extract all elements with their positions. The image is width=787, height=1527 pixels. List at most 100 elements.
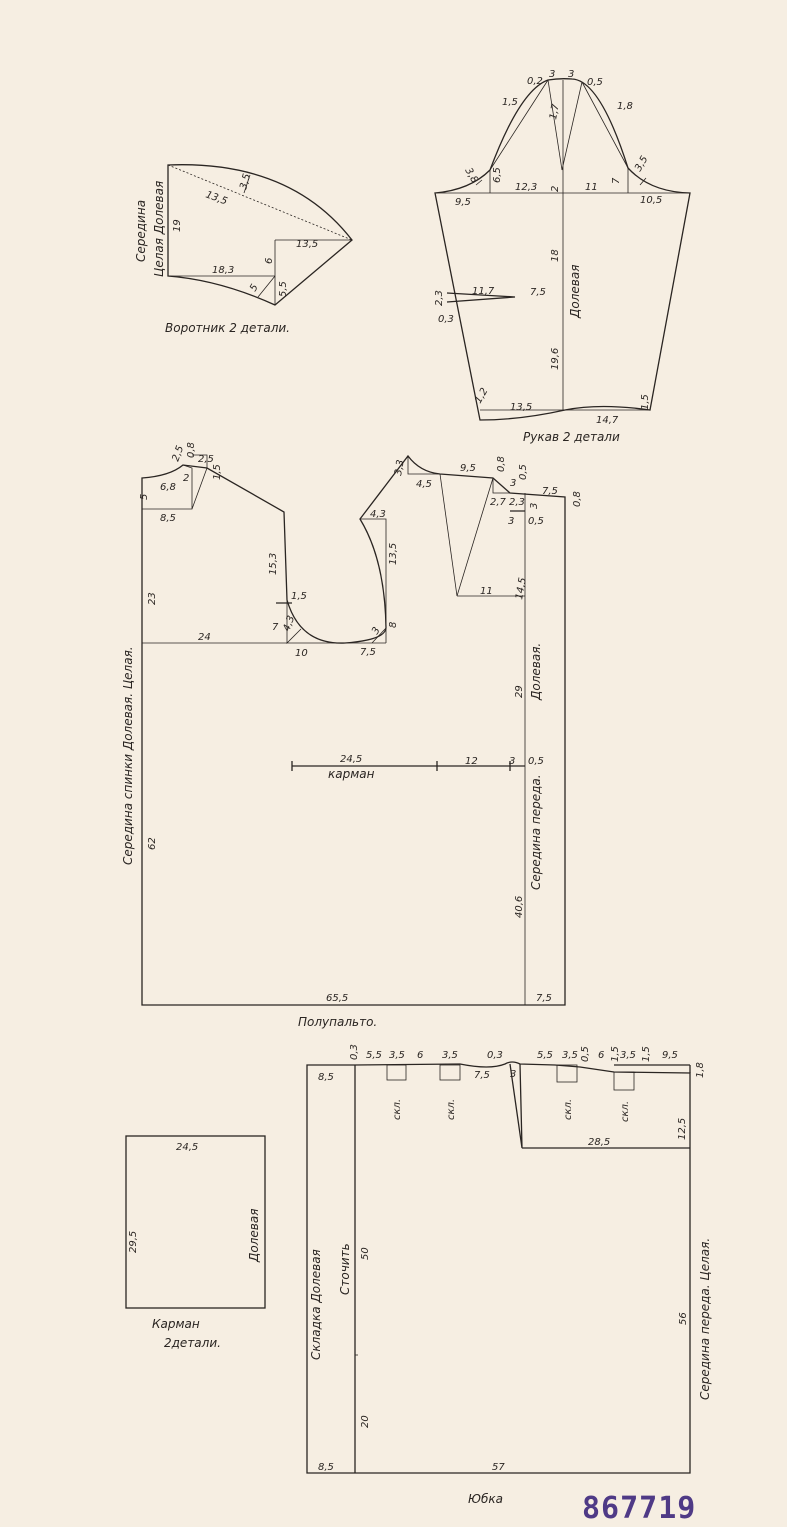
collar-piece	[167, 164, 353, 306]
measurement-label: 2,3	[509, 497, 525, 508]
measurement-label: 0,3	[487, 1050, 503, 1061]
sleeve-grain-label: Долевая	[568, 265, 582, 319]
measurement-label: 28,5	[588, 1137, 610, 1148]
pleat-label: скл.	[446, 1099, 457, 1120]
measurement-label: 2,5	[198, 454, 214, 465]
measurement-label: 6,5	[492, 167, 503, 183]
measurement-label: 1,5	[641, 1046, 652, 1062]
measurement-label: 3	[510, 478, 516, 489]
measurement-label: 3,5	[620, 1050, 636, 1061]
measurement-label: 6	[598, 1050, 604, 1061]
measurement-label: 0,2	[527, 76, 543, 87]
measurement-label: 3	[529, 503, 540, 509]
measurement-label: 19	[172, 219, 183, 232]
front-center-label: Середина переда.	[529, 774, 543, 890]
measurement-label: 11	[480, 586, 493, 597]
measurement-label: 3,3	[393, 459, 407, 477]
measurement-label: 2,3	[434, 290, 445, 306]
measurement-label: 1,2	[473, 386, 490, 405]
measurement-label: 3,5	[562, 1050, 578, 1061]
measurement-label: 10,5	[640, 195, 662, 206]
measurement-label: 40,6	[514, 896, 525, 918]
collar-side-label: Середина	[134, 200, 148, 262]
measurement-label: 12	[465, 756, 478, 767]
measurement-label: 0,3	[349, 1044, 360, 1060]
skirt-front-label: Середина переда. Целая.	[698, 1238, 712, 1400]
measurement-label: 24	[198, 632, 211, 643]
measurement-label: 23	[147, 592, 158, 605]
skirt-fold-label: Складка Долевая	[309, 1249, 323, 1360]
measurement-label: 12,3	[515, 182, 537, 193]
measurement-label: 9,5	[662, 1050, 678, 1061]
measurement-label: 7,5	[530, 287, 546, 298]
measurement-label: 7,5	[542, 486, 558, 497]
measurement-label: 10	[295, 648, 308, 659]
measurement-label: 6	[264, 258, 275, 264]
measurement-label: 7	[272, 622, 279, 633]
measurement-label: 3,5	[633, 154, 650, 173]
measurement-label: 4,3	[370, 509, 386, 520]
skirt-caption: Юбка	[468, 1492, 503, 1506]
measurement-label: 1,5	[610, 1046, 621, 1062]
measurement-label: 0,5	[580, 1046, 591, 1062]
inventory-stamp: 867719	[582, 1491, 696, 1526]
measurement-label: 13,5	[296, 239, 318, 250]
collar-side-label: Целая Долевая	[152, 181, 166, 277]
measurement-label: 20	[360, 1415, 371, 1428]
measurement-label: 2,5	[170, 444, 186, 463]
pleat-label: скл.	[563, 1099, 574, 1120]
measurement-label: 2	[550, 186, 561, 192]
measurement-label: 4,3	[281, 614, 297, 633]
measurement-label: 1,8	[695, 1062, 706, 1078]
pocket-grain-label: Долевая	[247, 1209, 261, 1263]
measurement-label: 50	[360, 1247, 371, 1260]
measurement-labels: Воротник 2 детали. Середина Целая Долевая 1…	[121, 69, 712, 1526]
measurement-label: 6,8	[160, 482, 176, 493]
measurement-label: 1,5	[212, 464, 223, 480]
measurement-label: 5	[139, 494, 150, 500]
measurement-label: 3,5	[389, 1050, 405, 1061]
measurement-label: 3	[370, 625, 383, 636]
measurement-label: 29,5	[128, 1231, 139, 1253]
measurement-label: 56	[678, 1312, 689, 1325]
measurement-label: 1,5	[640, 394, 651, 410]
measurement-label: 3	[508, 516, 514, 527]
measurement-label: 7,5	[536, 993, 552, 1004]
pocket-caption: Карман	[152, 1317, 200, 1331]
coat-piece	[141, 454, 566, 1006]
measurement-label: 24,5	[340, 754, 362, 765]
measurement-label: 3,8	[462, 166, 479, 185]
measurement-label: 9,5	[455, 197, 471, 208]
skirt-piece	[306, 1061, 691, 1474]
measurement-label: 2,7	[490, 497, 507, 508]
measurement-label: 2	[183, 473, 189, 484]
measurement-label: 11,7	[472, 286, 495, 297]
skirt-stitch-label: Сточить	[338, 1243, 352, 1295]
measurement-label: 3	[549, 69, 555, 80]
measurement-label: 11	[585, 182, 598, 193]
measurement-label: 0,5	[587, 77, 603, 88]
measurement-label: 0,8	[496, 456, 507, 472]
measurement-label: 0,3	[438, 314, 454, 325]
pocket-position-label: карман	[328, 767, 375, 781]
measurement-label: 65,5	[326, 993, 348, 1004]
sleeve-piece	[434, 78, 691, 421]
measurement-label: 4,5	[416, 479, 432, 490]
measurement-label: 14,5	[514, 577, 529, 601]
measurement-label: 57	[492, 1462, 505, 1473]
measurement-label: 62	[147, 837, 158, 850]
measurement-label: 13,5	[510, 402, 532, 413]
measurement-label: 15,3	[268, 553, 279, 575]
measurement-label: 13,5	[204, 189, 229, 207]
measurement-label: 0,5	[518, 464, 529, 480]
measurement-label: 1,7	[548, 102, 562, 120]
measurement-label: 1,5	[502, 97, 518, 108]
sleeve-caption: Рукав 2 детали	[523, 430, 620, 444]
collar-caption: Воротник 2 детали.	[165, 321, 290, 335]
measurement-label: 5,5	[537, 1050, 553, 1061]
measurement-label: 3,5	[442, 1050, 458, 1061]
measurement-label: 9,5	[460, 463, 476, 474]
measurement-label: 3,5	[238, 173, 253, 191]
